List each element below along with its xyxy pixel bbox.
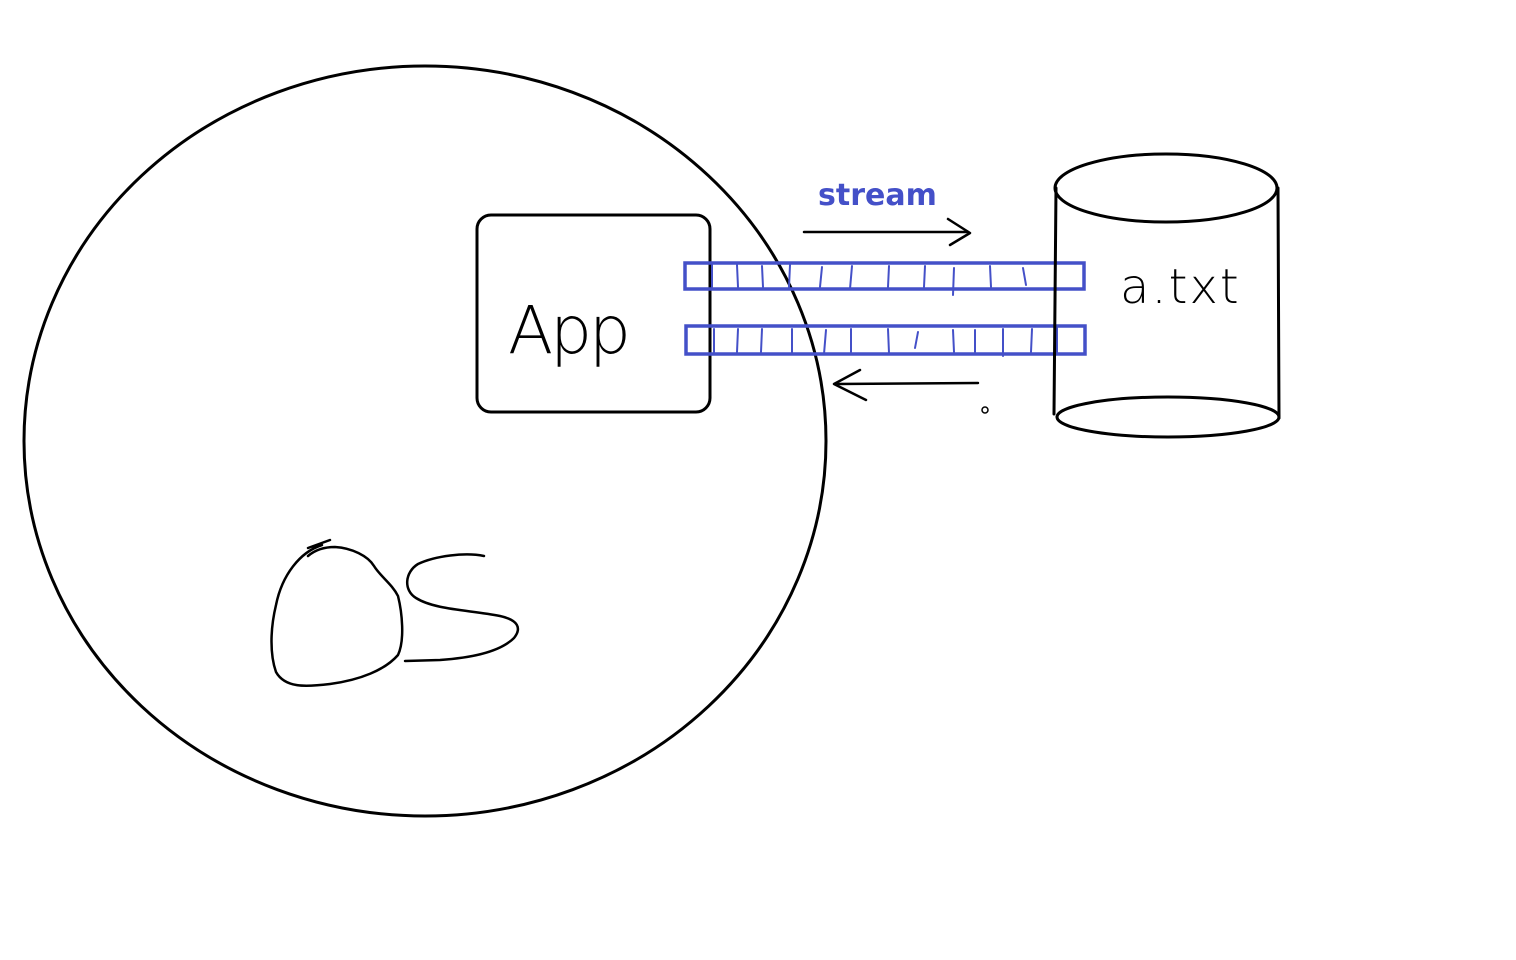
stream-label: stream <box>818 178 937 213</box>
arrow-right-icon <box>802 217 972 247</box>
file-label: a.txt <box>1120 259 1241 315</box>
input-stream-buffer <box>684 324 1087 357</box>
app-label: App <box>508 292 628 369</box>
arrow-left-icon <box>832 368 980 402</box>
output-stream-buffer <box>683 261 1086 296</box>
os-circle <box>22 64 828 818</box>
file-cylinder <box>1052 152 1281 439</box>
stray-dot <box>981 406 989 414</box>
os-label-strokes <box>270 538 520 687</box>
app-box <box>475 213 712 414</box>
